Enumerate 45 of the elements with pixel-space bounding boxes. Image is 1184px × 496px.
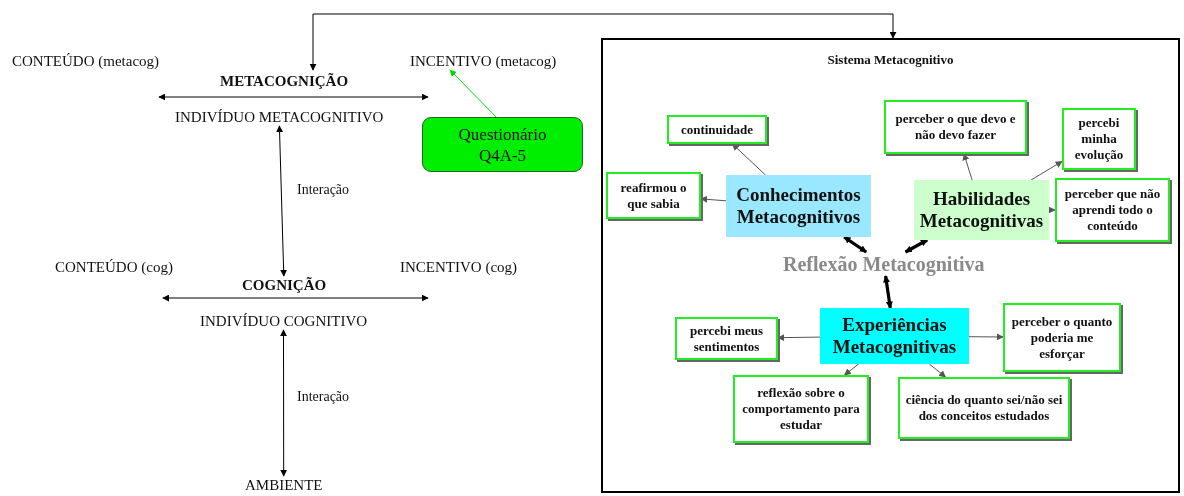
note-box: reflexão sobre o comportamento para estudar (733, 375, 869, 443)
note-box: percebi meus sentimentos (675, 317, 778, 360)
note-box: percebi minha evolução (1062, 108, 1136, 170)
arrow (883, 275, 893, 309)
concept-label: INCENTIVO (cog) (400, 258, 518, 276)
topic-box: Habilidades Metacognitivas (914, 180, 1049, 240)
arrow (280, 329, 288, 477)
concept-label: CONTEÚDO (metacog) (12, 52, 160, 70)
concept-label: CONTEÚDO (cog) (55, 258, 173, 276)
panel-title: Sistema Metacognitivo (826, 52, 955, 68)
arrow (731, 143, 766, 176)
arrow (158, 93, 429, 101)
concept-heading: COGNIÇÃO (242, 276, 327, 294)
arrow (1048, 206, 1056, 214)
concept-label: AMBIENTE (245, 476, 323, 494)
arrow (700, 195, 727, 203)
arrow (276, 125, 288, 277)
arrow (162, 294, 429, 302)
topic-box: Experiências Metacognitivas (820, 308, 969, 364)
note-box: reafirmou o que sabia (606, 172, 701, 219)
edge-label: Interação (297, 182, 350, 198)
central-concept: Reflexão Metacognitiva (783, 252, 985, 276)
arrow (843, 235, 868, 254)
arrow (968, 333, 1004, 341)
note-box: continuidade (667, 115, 767, 144)
arrow (843, 363, 860, 376)
concept-label: INDIVÍDUO METACOGNITIVO (175, 108, 384, 126)
arrow (928, 363, 947, 378)
arrow (904, 238, 928, 254)
arrow (1030, 160, 1063, 181)
panel-frame (601, 38, 1180, 493)
note-box: perceber o quanto poderia me esforçar (1003, 303, 1121, 372)
arrow (962, 153, 973, 181)
arrow (309, 13, 897, 71)
arrow (777, 334, 821, 342)
note-box: perceber o que devo e não devo fazer (884, 100, 1027, 154)
note-box: ciência do quanto sei/não sei dos conceitos estudados (898, 377, 1070, 439)
arrow (449, 69, 497, 118)
topic-box: Conhecimentos Metacognitivos (726, 175, 871, 237)
questionnaire-box: Questionário Q4A-5 (422, 117, 583, 172)
edge-label: Interação (297, 389, 350, 405)
concept-label: INCENTIVO (metacog) (410, 52, 557, 70)
note-box: perceber que não aprendi todo o conteúdo (1055, 178, 1170, 242)
concept-label: INDIVÍDUO COGNITIVO (200, 312, 368, 330)
concept-heading: METACOGNIÇÃO (220, 72, 349, 90)
